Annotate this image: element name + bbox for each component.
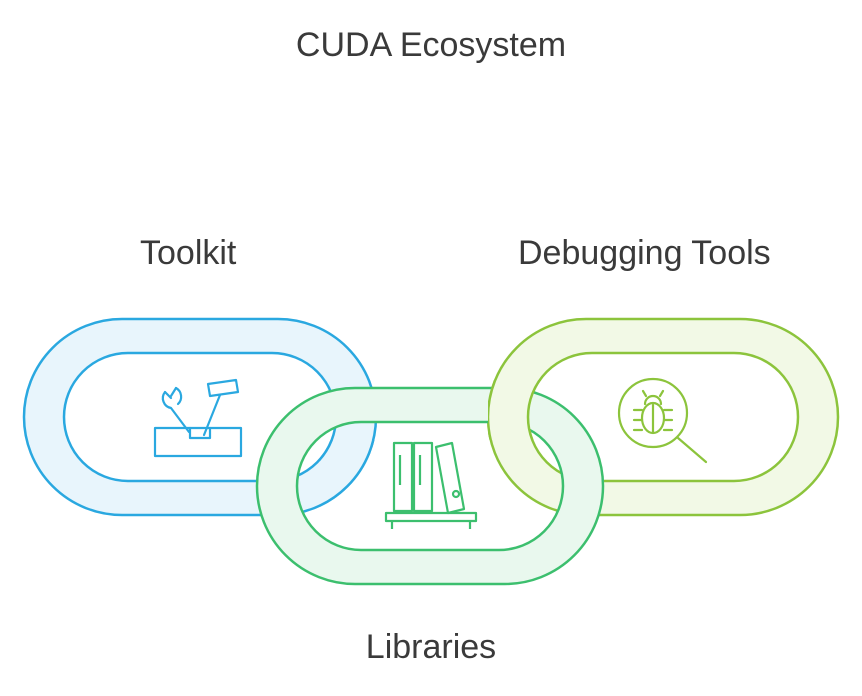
libraries-chain-link bbox=[255, 386, 605, 586]
libraries-label: Libraries bbox=[365, 628, 497, 666]
debugging-tools-label: Debugging Tools bbox=[518, 234, 771, 272]
toolkit-link-overlap bbox=[320, 440, 375, 507]
toolkit-label: Toolkit bbox=[140, 234, 237, 272]
diagram-title: CUDA Ecosystem bbox=[295, 26, 567, 64]
books-icon bbox=[384, 441, 478, 529]
bug-search-icon bbox=[617, 377, 708, 464]
toolbox-icon bbox=[153, 378, 243, 458]
debugging-link-overlap bbox=[488, 380, 548, 440]
